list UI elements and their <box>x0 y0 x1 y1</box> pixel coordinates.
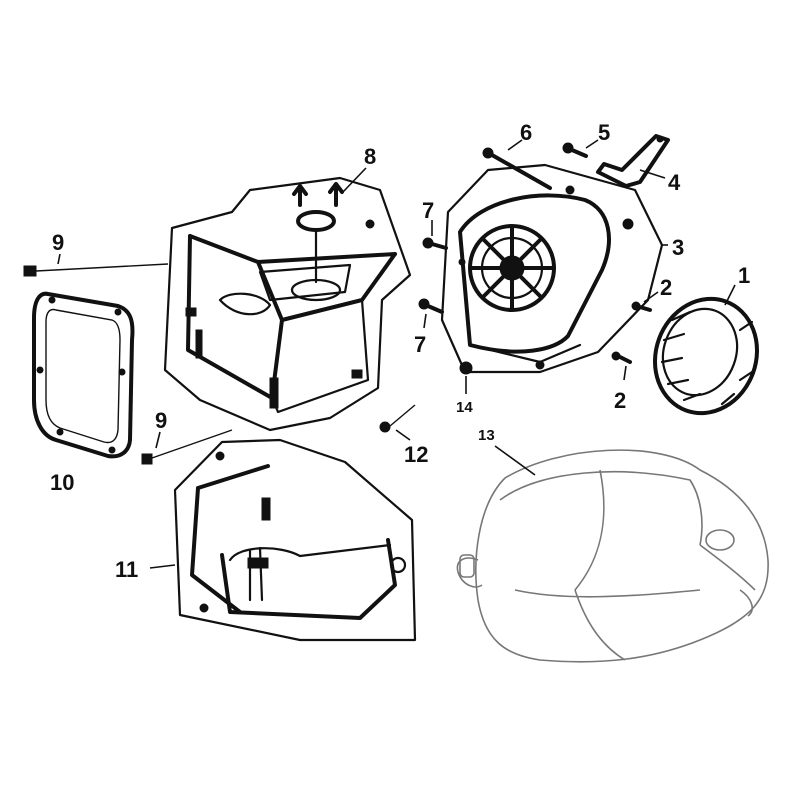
part-7-screw-upper <box>422 220 448 250</box>
part-8-shroud <box>163 167 412 432</box>
part-11-lower-shroud <box>149 438 417 642</box>
part-2-screw-lower <box>611 351 632 381</box>
part-10-gasket <box>32 291 135 459</box>
part-13-leader <box>494 445 536 476</box>
fan-blades <box>470 226 554 310</box>
callout-6: 6 <box>520 120 532 145</box>
callout-5: 5 <box>598 120 610 145</box>
part-9-screw-lower <box>141 429 233 465</box>
part-13-cover <box>456 449 769 663</box>
callout-1: 1 <box>738 263 750 288</box>
part-9-screw-upper <box>23 253 169 277</box>
fan-fins <box>660 310 754 406</box>
fasteners <box>23 139 659 476</box>
part-callouts: 1 2 2 3 4 5 6 7 7 8 9 9 10 11 12 13 14 <box>50 120 750 582</box>
part-12-screw <box>379 404 416 441</box>
callout-13: 13 <box>478 427 495 444</box>
part-1-fan <box>652 284 760 416</box>
callout-14: 14 <box>456 399 473 416</box>
callout-4: 4 <box>668 170 681 195</box>
part-14-washer <box>459 361 473 394</box>
callout-2-lower: 2 <box>614 388 626 413</box>
callout-3: 3 <box>672 235 684 260</box>
part-3-fan-housing <box>440 163 668 374</box>
callout-9-upper: 9 <box>52 230 64 255</box>
callout-7-lower: 7 <box>414 332 426 357</box>
part-6-bolt <box>482 139 552 190</box>
part-2-screw-upper <box>631 291 659 312</box>
callout-10: 10 <box>50 470 74 495</box>
callout-7-upper: 7 <box>422 198 434 223</box>
part-7-screw-lower <box>418 298 444 329</box>
callout-2-upper: 2 <box>660 275 672 300</box>
callout-8: 8 <box>364 144 376 169</box>
callout-11: 11 <box>115 557 138 582</box>
part-5-screw <box>562 139 599 158</box>
callout-12: 12 <box>404 442 428 467</box>
part-4-bracket <box>596 134 670 188</box>
callout-9-lower: 9 <box>155 408 167 433</box>
